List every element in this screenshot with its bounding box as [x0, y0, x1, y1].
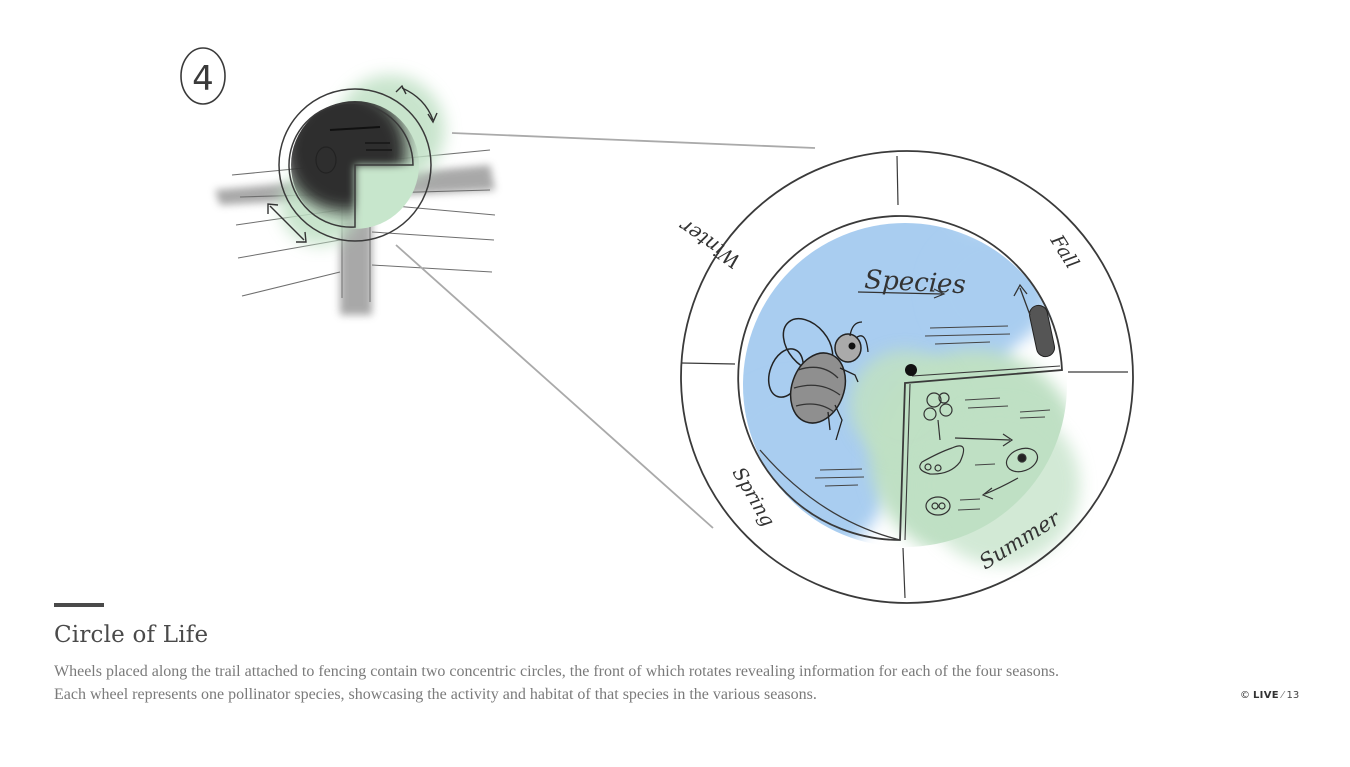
season-label-winter: Winter	[673, 214, 744, 274]
species-label: Species	[864, 265, 967, 300]
flower-icon	[923, 392, 953, 441]
sketch-number-circle	[180, 47, 226, 105]
zoom-connector-line	[451, 132, 816, 149]
motion-lines	[814, 325, 1051, 511]
bee-icon	[767, 317, 869, 441]
rotate-arrow-icon	[401, 87, 434, 121]
large-wheel-outer	[680, 150, 1134, 604]
description-line-1: Wheels placed along the trail attached t…	[54, 663, 1059, 680]
large-wheel-sketch: Winter Fall Spring Summer Species	[673, 150, 1134, 604]
pivot-dot	[905, 364, 917, 376]
brand-logo: LIVE	[1253, 690, 1279, 701]
large-wheel-inner	[737, 215, 1063, 541]
title-accent-rule	[54, 603, 104, 607]
lifecycle-sketch	[919, 433, 1039, 516]
fall-slot	[1028, 304, 1056, 358]
small-wheel-inner	[288, 102, 414, 228]
description-line-2: Each wheel represents one pollinator spe…	[54, 686, 817, 703]
zoom-connector-line	[395, 244, 714, 529]
small-wheel-sketch: 4	[180, 47, 496, 315]
rotate-arrow-icon	[269, 205, 305, 241]
season-label-fall: Fall	[1045, 230, 1083, 273]
small-wheel-outer	[278, 88, 432, 242]
slide-description: Wheels placed along the trail attached t…	[54, 660, 1154, 706]
slide-title: Circle of Life	[54, 622, 209, 648]
slide-footer: ©LIVE ⁄ 13	[1240, 690, 1299, 701]
sketch-number: 4	[192, 59, 214, 99]
page-separator: ⁄	[1281, 690, 1284, 701]
page-number: 13	[1286, 690, 1300, 701]
copyright-symbol: ©	[1240, 690, 1250, 701]
